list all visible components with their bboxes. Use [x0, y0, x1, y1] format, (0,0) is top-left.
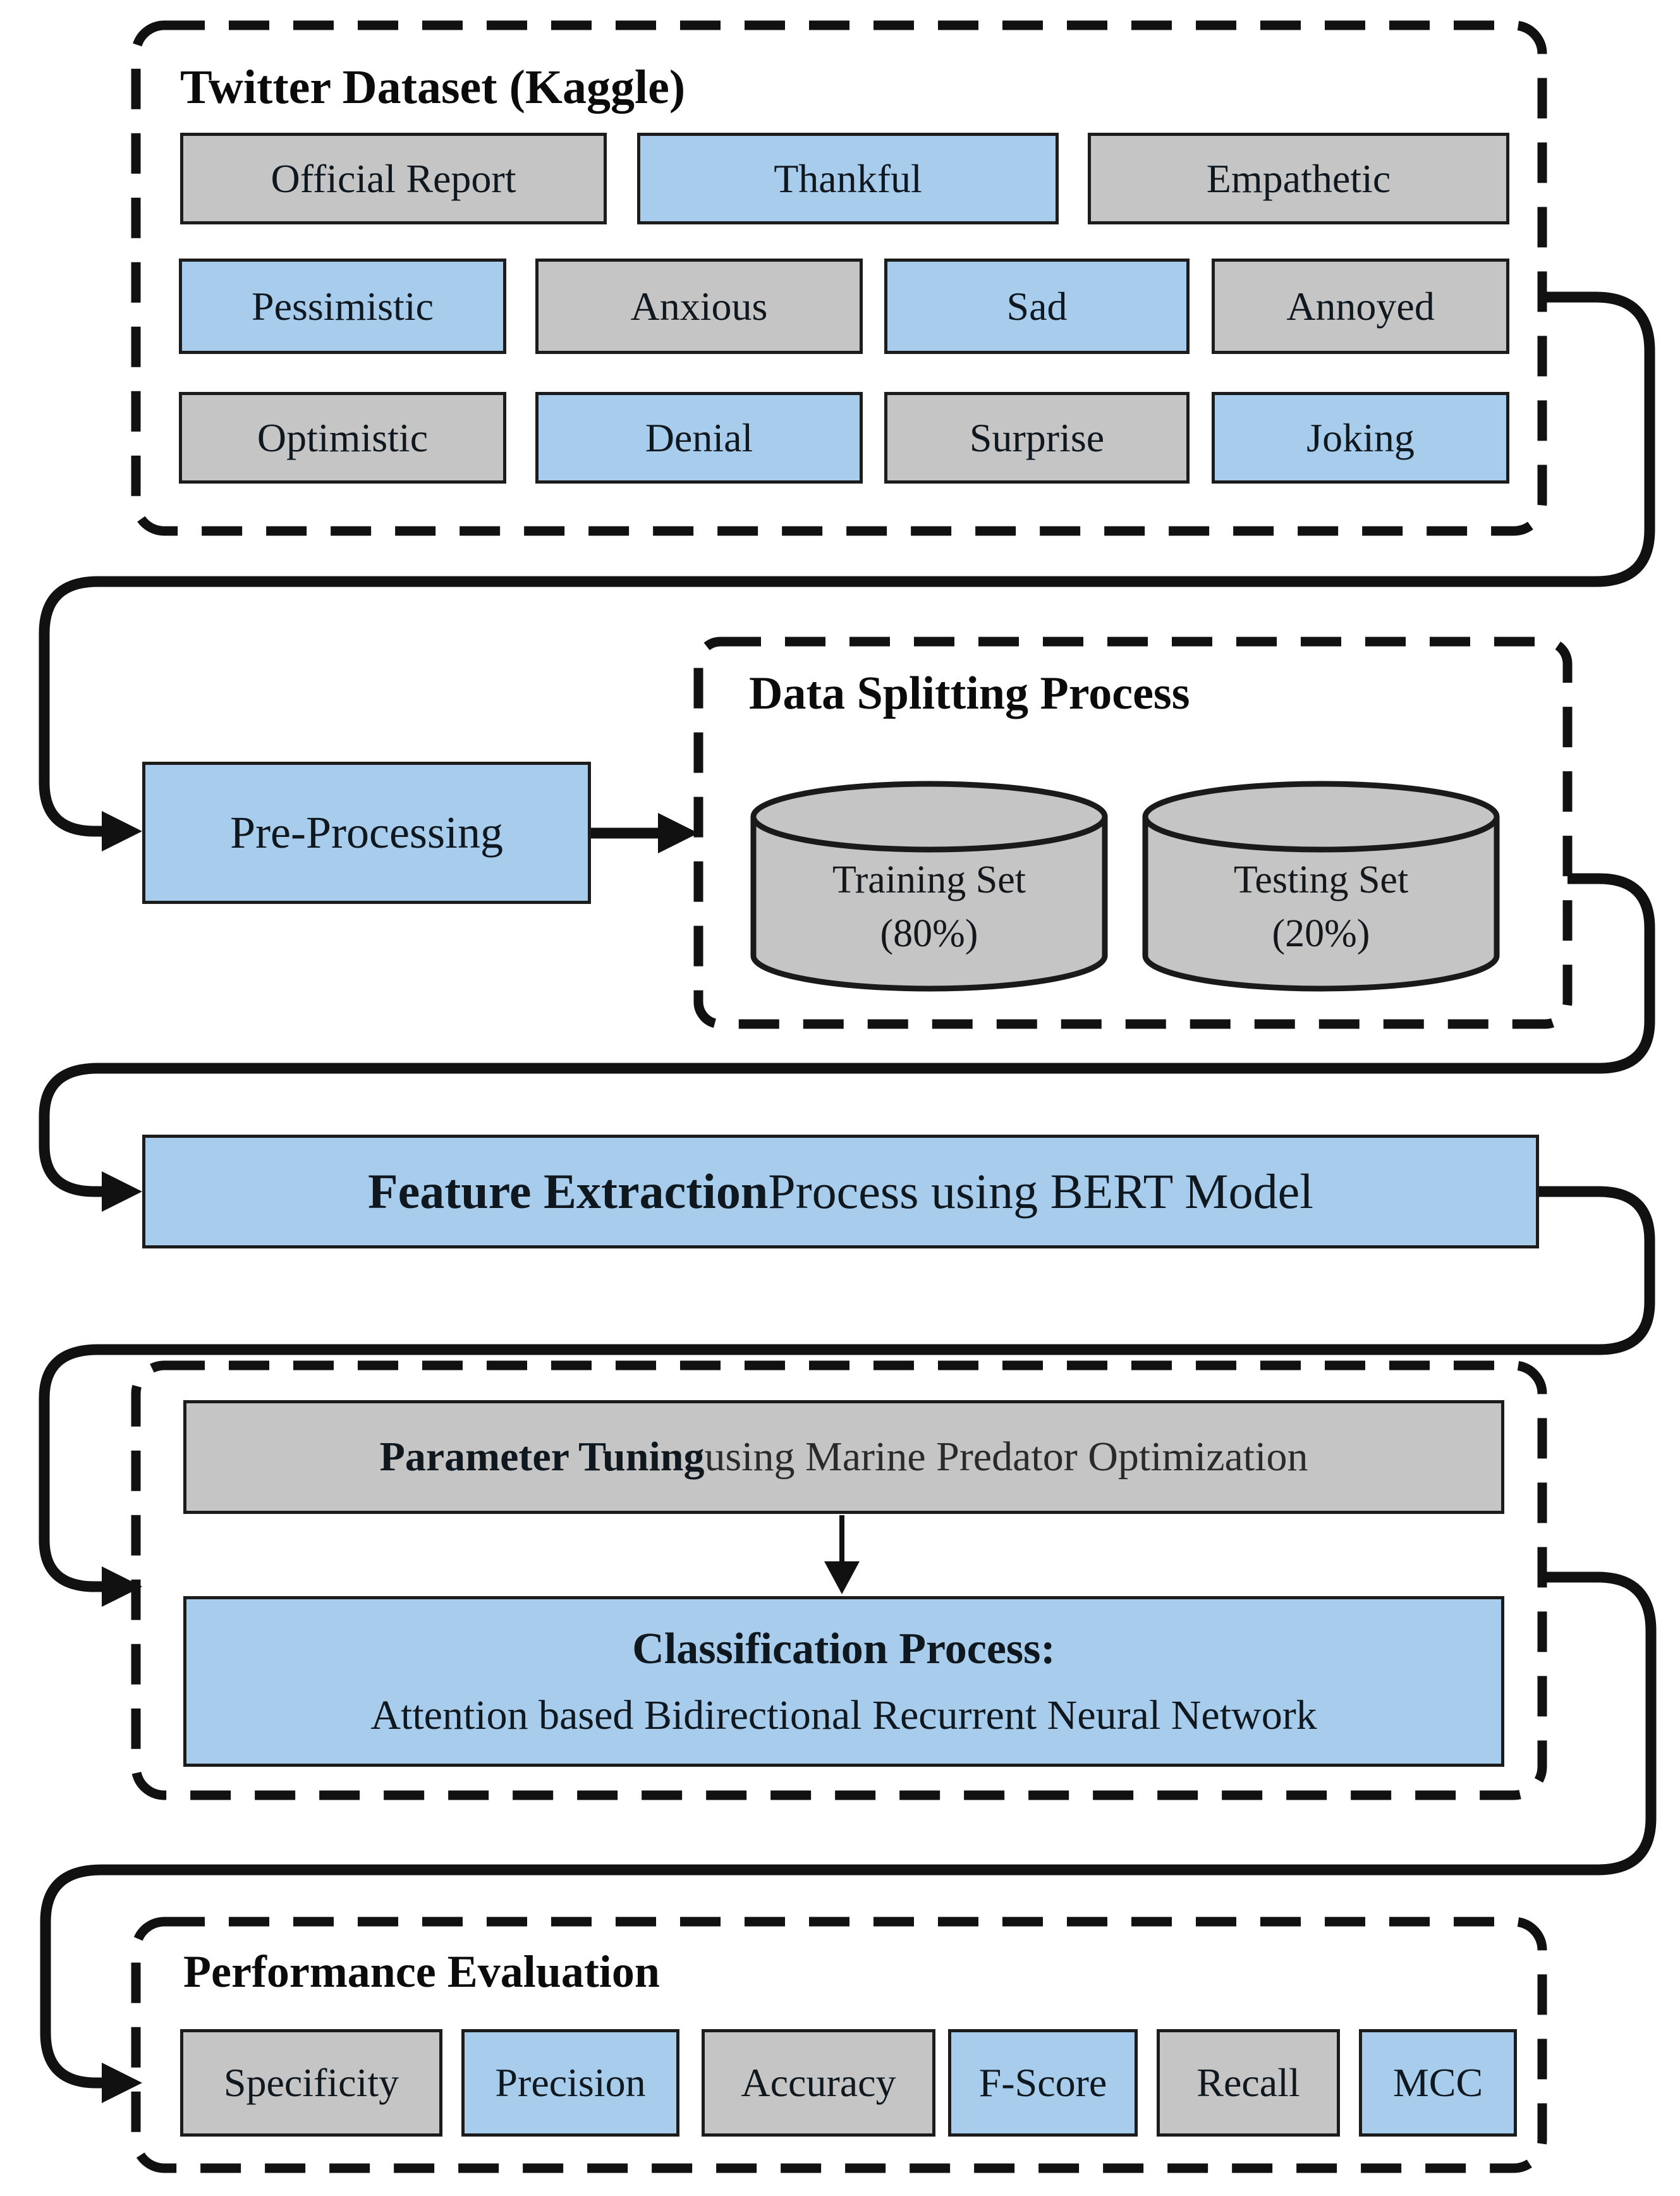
dataset-item-annoyed: Annoyed [1212, 259, 1509, 354]
arrowhead-into-preprocessing [102, 811, 142, 851]
parameter-tuning-rest-text: using Marine Predator Optimization [704, 1434, 1308, 1480]
metric-box-specificity: Specificity [180, 2029, 442, 2137]
arrowhead-into-classification [824, 1561, 860, 1594]
classification-detail-line: Attention based Bidirectional Recurrent … [370, 1692, 1317, 1739]
dataset-item-sad: Sad [884, 259, 1190, 354]
dataset-item-thankful: Thankful [637, 133, 1059, 224]
metric-box-f-score: F-Score [948, 2029, 1138, 2137]
arrowhead-into-performance [102, 2063, 142, 2103]
classification-title-line: Classification Process: [632, 1624, 1056, 1673]
arrowhead-into-tuning [102, 1566, 142, 1607]
dataset-item-anxious: Anxious [535, 259, 863, 354]
dataset-item-surprise: Surprise [884, 392, 1190, 484]
testing-set-cylinder-top [1142, 781, 1500, 853]
connector-splitting-to-feature [39, 873, 1655, 1197]
classification-box: Classification Process: Attention based … [183, 1596, 1504, 1767]
data-splitting-title: Data Splitting Process [749, 668, 1190, 719]
dataset-item-official-report: Official Report [180, 133, 607, 224]
testing-set-line1: Testing Set [1233, 858, 1409, 901]
twitter-dataset-title: Twitter Dataset (Kaggle) [180, 61, 686, 114]
dataset-item-empathetic: Empathetic [1088, 133, 1509, 224]
connector-dataset-to-preprocessing [39, 291, 1655, 837]
testing-set-line2: (20%) [1272, 912, 1370, 955]
metric-box-accuracy: Accuracy [702, 2029, 935, 2137]
arrowhead-into-feature [102, 1171, 142, 1212]
connector-feature-to-tuning [39, 1186, 1655, 1592]
dataset-item-denial: Denial [535, 392, 863, 484]
connector-classification-to-performance [40, 1571, 1657, 2089]
performance-dashed-border [131, 1917, 1547, 2173]
feature-extraction-bold-text: Feature Extraction [368, 1164, 769, 1219]
performance-evaluation-title: Performance Evaluation [183, 1946, 660, 1997]
training-set-line1: Training Set [832, 858, 1026, 901]
feature-extraction-box: Feature Extraction Process using BERT Mo… [142, 1135, 1539, 1248]
metric-box-mcc: MCC [1359, 2029, 1517, 2137]
testing-set-label: Testing Set (20%) [1145, 841, 1497, 973]
metric-box-recall: Recall [1157, 2029, 1340, 2137]
preprocessing-box: Pre-Processing [142, 762, 591, 904]
testing-set-cylinder-body [1142, 817, 1500, 992]
twitter-dataset-dashed-border [131, 20, 1547, 536]
data-splitting-dashed-border [693, 637, 1573, 1029]
arrowhead-into-splitting [658, 813, 698, 853]
training-set-cylinder-top [750, 781, 1108, 853]
dataset-item-pessimistic: Pessimistic [179, 259, 506, 354]
training-set-cylinder-body [750, 817, 1108, 992]
parameter-tuning-bold-text: Parameter Tuning [379, 1434, 705, 1480]
training-set-label: Training Set (80%) [753, 841, 1105, 973]
feature-extraction-rest-text: Process using BERT Model [768, 1164, 1313, 1219]
dataset-item-joking: Joking [1212, 392, 1509, 484]
parameter-tuning-box: Parameter Tuning using Marine Predator O… [183, 1400, 1504, 1514]
training-set-line2: (80%) [880, 912, 978, 955]
dataset-item-optimistic: Optimistic [179, 392, 506, 484]
metric-box-precision: Precision [461, 2029, 679, 2137]
